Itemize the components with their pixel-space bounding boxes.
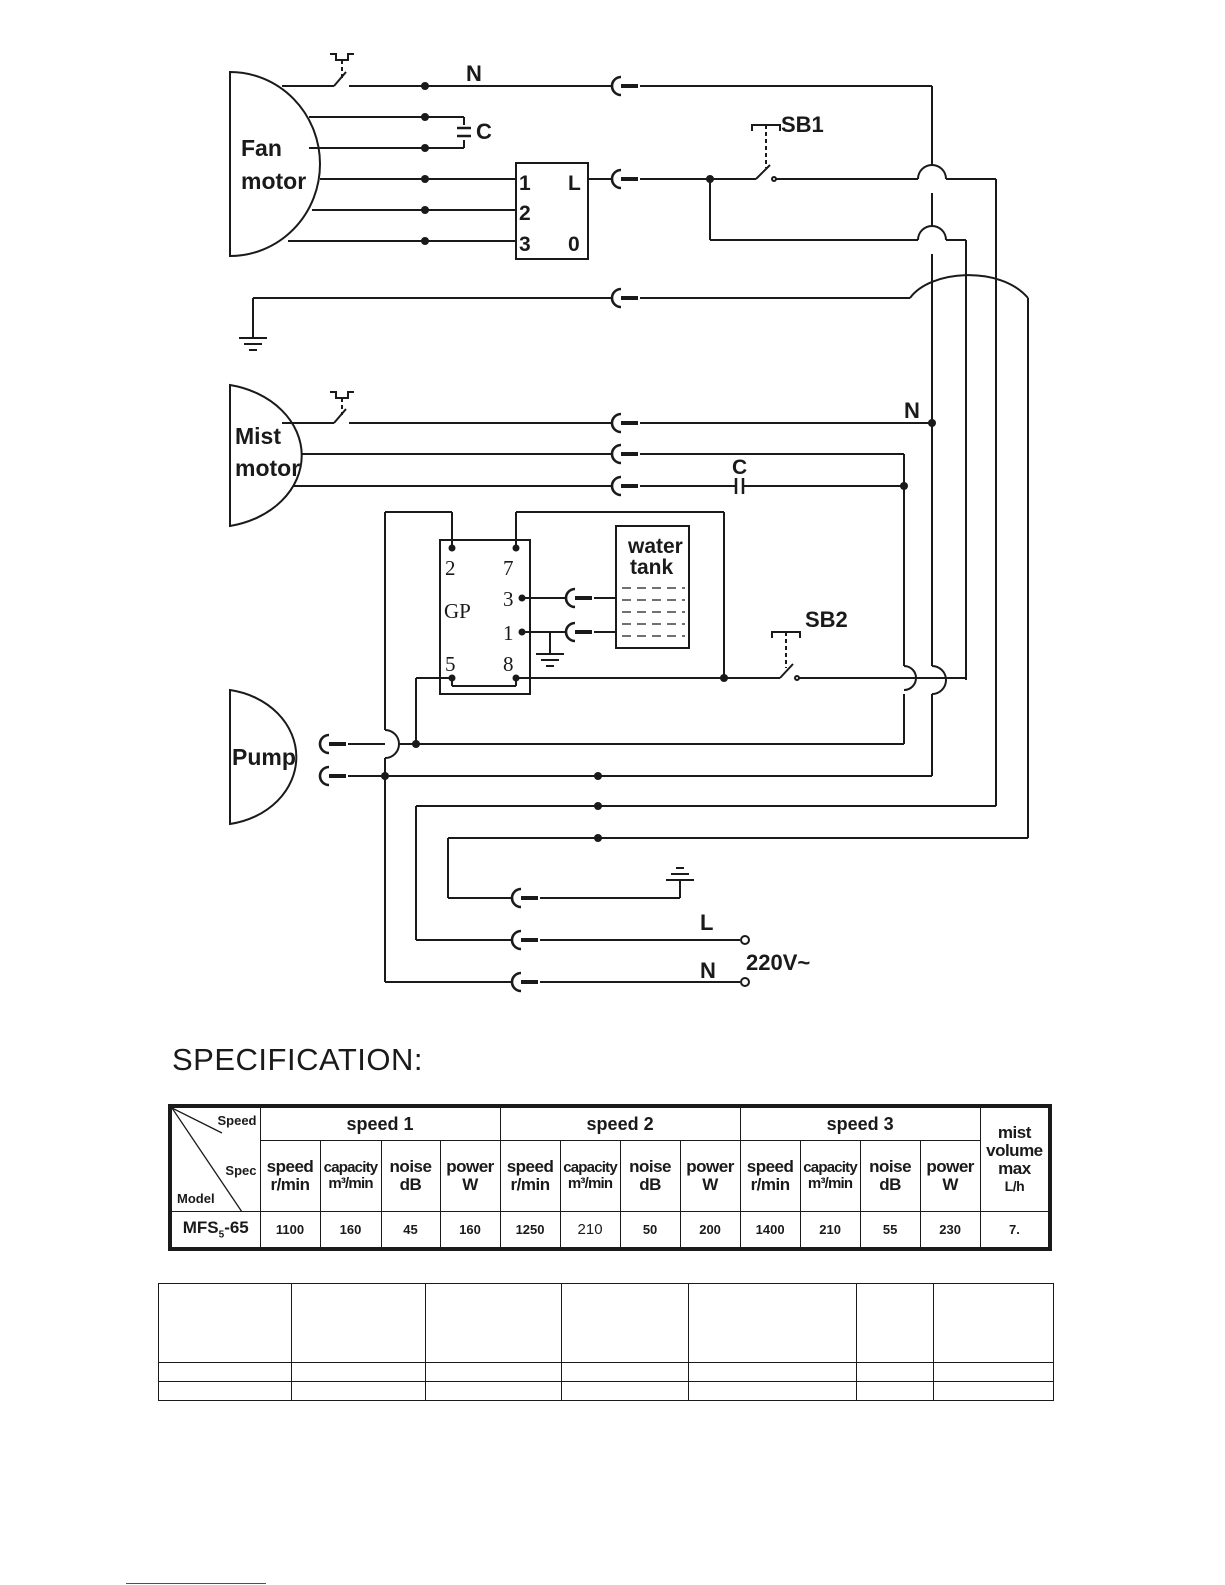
corner-speed-label: Speed <box>217 1113 257 1128</box>
mist-volume-header: mist volume max L/h <box>979 1105 1051 1212</box>
supply-voltage-label: 220V~ <box>746 950 810 975</box>
switch-sb1-label: SB1 <box>781 112 824 137</box>
speed-switch-pin-3: 3 <box>519 233 531 256</box>
specification-table: Speed Spec Model speed 1 speed 2 speed 3… <box>168 1104 1053 1251</box>
group-header-speed-1: speed 1 <box>259 1105 501 1141</box>
corner-model-label: Model <box>177 1191 215 1206</box>
speed-switch-pin-0: 0 <box>568 233 580 256</box>
wiring-diagram: Fan motor N C 1 2 3 L 0 SB1 Mist motor N… <box>229 53 1029 993</box>
value-cell: 45 <box>380 1211 441 1250</box>
value-cell: 1100 <box>259 1211 321 1250</box>
header-corner-cell: Speed Spec Model <box>169 1105 261 1212</box>
mist-header-line-4: L/h <box>1004 1178 1025 1195</box>
pump-label: Pump <box>232 744 296 770</box>
value-cell: 55 <box>859 1211 921 1250</box>
gp-pin-8: 8 <box>503 652 514 676</box>
value-cell: 210 <box>799 1211 861 1250</box>
value-cell: 230 <box>919 1211 981 1250</box>
fan-motor-symbol <box>229 70 321 258</box>
mist-header-line-1: mist <box>997 1122 1031 1142</box>
value-cell: 200 <box>679 1211 741 1250</box>
fan-neutral-label: N <box>466 61 482 86</box>
water-tank-label-2: tank <box>630 556 674 579</box>
speed-switch <box>515 162 589 260</box>
value-cell: 50 <box>619 1211 681 1250</box>
value-cell: 7. <box>979 1211 1051 1250</box>
value-cell: 160 <box>319 1211 382 1250</box>
gp-name: GP <box>444 599 471 623</box>
value-cell: 1250 <box>499 1211 561 1250</box>
mist-motor-symbol <box>229 383 303 528</box>
empty-grid-table <box>158 1283 1054 1401</box>
gp-controller <box>439 539 531 695</box>
fan-motor-label-2: motor <box>241 168 306 194</box>
value-cell: 160 <box>439 1211 501 1250</box>
switch-sb2-label: SB2 <box>805 607 848 632</box>
group-header-speed-3: speed 3 <box>739 1105 981 1141</box>
gp-pin-7: 7 <box>503 556 514 580</box>
pump-symbol <box>229 688 298 826</box>
table-row <box>158 1362 1054 1382</box>
table-row: MFS5-65 1100 160 45 160 1250 210 50 200 … <box>169 1211 1051 1250</box>
gp-pin-3: 3 <box>503 587 514 611</box>
supply-neutral-label: N <box>700 958 716 983</box>
mist-header-line-2: volume <box>986 1140 1043 1160</box>
supply-live-label: L <box>700 910 713 935</box>
group-header-speed-2: speed 2 <box>499 1105 741 1141</box>
speed-switch-pin-1: 1 <box>519 172 531 195</box>
model-cell: MFS5-65 <box>169 1211 261 1250</box>
speed-switch-pin-l: L <box>568 172 581 195</box>
water-tank-label-1: water <box>627 535 683 558</box>
fan-motor-label-1: Fan <box>241 135 282 161</box>
value-cell: 210 <box>559 1211 621 1250</box>
table-row <box>158 1381 1054 1401</box>
mist-motor-label-1: Mist <box>235 423 281 449</box>
water-tank <box>615 525 690 649</box>
fan-capacitor-label: C <box>476 119 492 144</box>
mist-neutral-label: N <box>904 398 920 423</box>
gp-pin-5: 5 <box>445 652 456 676</box>
mist-capacitor-label: C <box>732 456 747 479</box>
table-row <box>158 1283 1054 1363</box>
mist-header-line-3: max <box>998 1158 1031 1178</box>
mist-motor-label-2: motor <box>235 455 300 481</box>
footer-link-underline[interactable] <box>126 1583 266 1584</box>
specification-title: SPECIFICATION: <box>172 1042 424 1077</box>
gp-pin-1: 1 <box>503 621 514 645</box>
corner-spec-label: Spec <box>225 1163 257 1178</box>
corner-diagonal-lines <box>172 1108 243 1212</box>
gp-pin-2: 2 <box>445 556 456 580</box>
speed-switch-pin-2: 2 <box>519 202 531 225</box>
value-cell: 1400 <box>739 1211 801 1250</box>
